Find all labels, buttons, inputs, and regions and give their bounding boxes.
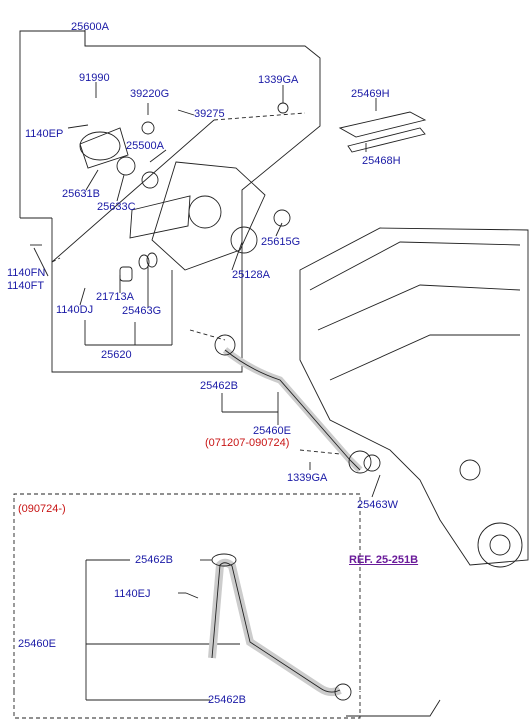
inset-pipe [208, 558, 342, 697]
date-range-2: (090724-) [18, 503, 66, 515]
part-label-39275: 39275 [194, 108, 225, 120]
date-range-1: (071207-090724) [205, 437, 290, 449]
part-label-25128A: 25128A [232, 269, 270, 281]
part-label-1140EJ: 1140EJ [114, 588, 151, 600]
part-label-25469H: 25469H [351, 88, 390, 100]
part-label-25631B: 25631B [62, 188, 100, 200]
part-label-39220G: 39220G [130, 88, 170, 100]
part-label-91990: 91990 [79, 72, 110, 84]
inset-outline [13, 691, 361, 719]
thermostat-housing [151, 161, 266, 271]
part-label-25500A: 25500A [126, 140, 164, 152]
part-label-25615G: 25615G [261, 236, 301, 248]
part-label-25463G: 25463G [122, 305, 162, 317]
assembly-outline-left [19, 30, 64, 218]
hose-upper [338, 111, 427, 138]
part-label-25460E-top: 25460E [253, 425, 291, 437]
part-label-25462B-top: 25462B [200, 380, 238, 392]
part-label-25633C: 25633C [97, 201, 136, 213]
part-label-25462B-inset-top: 25462B [135, 554, 173, 566]
part-label-1339GA-bottom: 1339GA [287, 472, 328, 484]
part-label-1140DJ: 1140DJ [56, 304, 94, 316]
part-label-1140FN: 1140FN [7, 267, 46, 279]
part-label-25620: 25620 [101, 349, 132, 361]
part-label-21713A: 21713A [96, 291, 134, 303]
part-label-1140EP: 1140EP [25, 128, 64, 140]
ref-link-25-251B[interactable]: REF. 25-251B [349, 554, 419, 566]
housing-cover [79, 131, 121, 161]
part-label-25468H: 25468H [362, 155, 401, 167]
part-label-25462B-inset-bottom: 25462B [208, 694, 246, 706]
part-label-1339GA-top: 1339GA [258, 74, 299, 86]
part-label-25463W: 25463W [357, 499, 398, 511]
part-label-1140FT: 1140FT [7, 280, 45, 292]
part-label-25460E-inset: 25460E [18, 638, 56, 650]
engine-block [299, 227, 529, 566]
part-label-25600A: 25600A [71, 21, 109, 33]
